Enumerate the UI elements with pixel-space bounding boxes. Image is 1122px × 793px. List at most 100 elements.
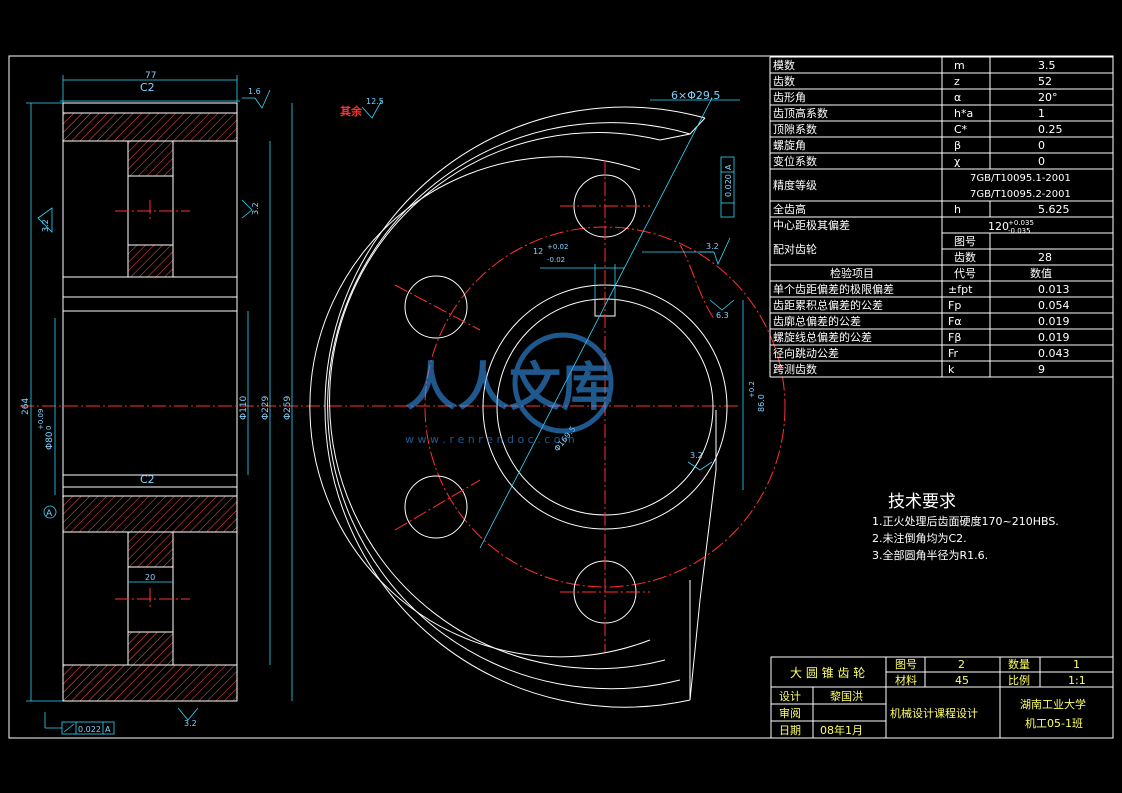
key-depth: 86.0 [757,394,766,412]
inspection-value-4: 0.043 [1038,347,1070,360]
inspection-header-value: 数值 [1030,267,1052,280]
runout-value: 0.022 [78,725,101,734]
other-rough-label: 其余 [340,104,363,118]
qty: 1 [1073,658,1080,671]
symmetry-datum: A [724,164,733,170]
title-block: 大 圆 锥 齿 轮 图号 2 数量 1 材料 45 比例 1:1 设计 黎国洪 … [770,656,1114,739]
inspection-value-2: 0.019 [1038,315,1070,328]
dim-d259: Φ259 [283,395,293,420]
inspection-name-1: 齿距累积总偏差的公差 [773,298,883,312]
part-name: 大 圆 锥 齿 轮 [790,666,865,680]
inspection-code-4: Fr [948,347,959,360]
full-depth-symbol: h [954,203,961,216]
param-symbol-2: α [954,91,961,104]
accuracy-line-1: 7GB/T10095.1-2001 [970,173,1071,184]
symmetry-value: 0.020 [724,174,733,197]
param-value-2: 20° [1038,91,1058,104]
tech-req-item-2: 2.未注倒角均为C2. [872,531,967,545]
dim-chamfer-top: C2 [140,81,155,94]
dim-width: 77 [145,71,156,81]
inspection-code-3: Fβ [948,331,961,344]
param-value-5: 0 [1038,139,1045,152]
param-value-3: 1 [1038,107,1045,120]
param-symbol-3: h*a [954,107,973,120]
param-value-0: 3.5 [1038,59,1056,72]
runout-datum: A [105,725,111,734]
inspection-name-3: 螺旋线总偏差的公差 [773,330,872,344]
param-name-6: 变位系数 [773,154,817,168]
key-depth-tol: +0.2 [748,381,756,398]
class: 机工05-1班 [1025,716,1083,730]
material-label: 材料 [895,673,917,687]
holes-label: 6×Φ29.5 [671,89,720,102]
mating-teeth: 28 [1038,251,1052,264]
param-value-1: 52 [1038,75,1052,88]
other-rough-value: 12.5 [366,97,384,106]
rough-bottom-value: 3.2 [184,719,197,728]
web-hatch-mid [127,244,174,278]
param-name-2: 齿形角 [773,91,806,104]
scale-label: 比例 [1008,673,1030,687]
keyway-low: -0.02 [547,256,565,264]
inspection-code-0: ±fpt [948,283,973,296]
qty-label: 数量 [1008,658,1030,671]
keyway-width: 12 [533,247,543,256]
drawing-no: 2 [958,658,965,671]
section-view: 77 C2 C2 1.6 264 Φ80 +0.09 0 Φ110 Φ229 Φ… [20,71,740,735]
param-symbol-4: C* [954,123,968,136]
inspection-value-3: 0.019 [1038,331,1070,344]
param-symbol-6: χ [954,155,961,168]
accuracy-label: 精度等级 [773,178,817,192]
web-hatch-top [127,140,174,177]
center-distance-low: -0.035 [1008,227,1031,235]
design-label: 设计 [779,690,801,703]
datum-a-label: A [46,509,53,519]
center-distance-up: +0.035 [1008,219,1034,227]
rough-web-value: 3.2 [251,202,260,215]
tech-req-item-1: 1.正火处理后齿面硬度170~210HBS. [872,514,1059,528]
dim-bore-up: +0.09 [37,409,45,430]
param-name-5: 螺旋角 [773,138,806,152]
date: 08年1月 [820,723,863,737]
rough-hub-value: 6.3 [716,311,729,320]
dim-bore: Φ80 [45,431,55,450]
param-value-4: 0.25 [1038,123,1063,136]
dim-hub-20: 20 [145,573,155,582]
mating-label: 配对齿轮 [773,242,817,256]
dim-chamfer-bottom: C2 [140,473,155,486]
scale: 1:1 [1068,674,1086,687]
material: 45 [955,674,969,687]
param-symbol-5: β [954,139,961,152]
param-name-3: 齿顶高系数 [773,106,828,120]
rough-bore-value: 3.2 [690,451,703,460]
designer: 黎国洪 [830,689,863,703]
inspection-header-item: 检验项目 [830,266,874,280]
param-name-0: 模数 [773,59,795,72]
web-hatch-b2 [127,631,174,666]
center-distance-value: 120 [988,220,1009,233]
rim-hatch-bottom [62,495,238,533]
inspection-name-5: 跨测齿数 [773,363,817,376]
accuracy-line-2: 7GB/T10095.2-2001 [970,189,1071,200]
front-view: 其余 12.5 12 +0.02 -0.02 3.2 [309,89,786,708]
rough-key-value: 3.2 [706,242,719,251]
tech-req-item-3: 3.全部圆角半径为R1.6. [872,548,988,562]
full-depth-label: 全齿高 [773,202,806,216]
inspection-name-4: 径向跳动公差 [773,346,839,360]
mating-row2-label: 齿数 [954,251,976,264]
review-label: 审阅 [779,706,801,720]
date-label: 日期 [779,724,801,737]
technical-requirements: 技术要求 1.正火处理后齿面硬度170~210HBS. 2.未注倒角均为C2. … [872,492,1059,562]
dim-bore-low: 0 [45,426,53,430]
drawing-border [8,55,1114,739]
course: 机械设计课程设计 [890,706,978,720]
watermark: 人人文库 w w w . r e n r e n d o c . c o m [405,332,614,446]
dim-d229: Φ229 [261,395,271,420]
watermark-text: 人人文库 [405,358,613,418]
param-symbol-0: m [954,59,965,72]
school: 湖南工业大学 [1020,697,1086,711]
full-depth-value: 5.625 [1038,203,1070,216]
center-distance-label: 中心距极其偏差 [773,218,850,232]
